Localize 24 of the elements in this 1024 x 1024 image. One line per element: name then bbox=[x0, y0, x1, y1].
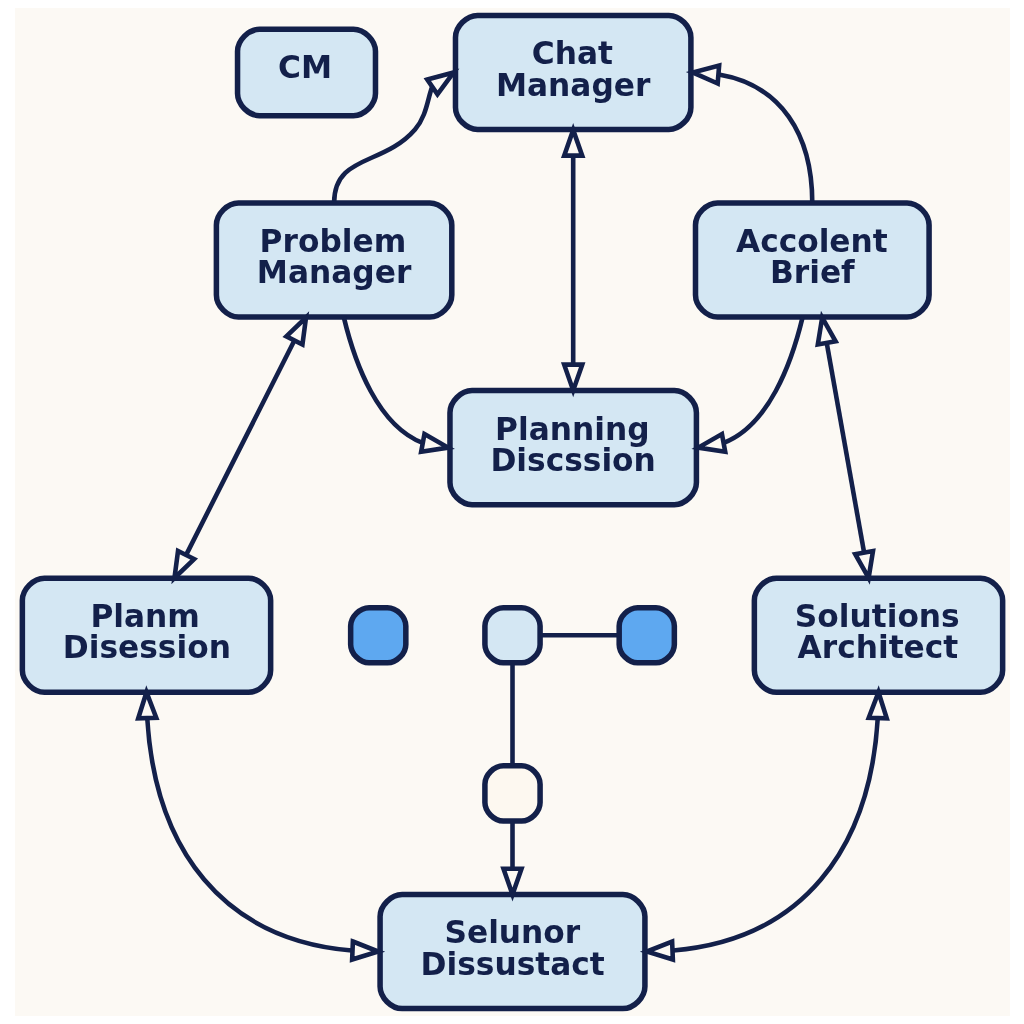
node-box: CM bbox=[234, 26, 378, 119]
connector bbox=[509, 663, 515, 766]
arrow bbox=[341, 316, 455, 455]
node-box: Solutions Architect bbox=[751, 575, 1005, 695]
arrow bbox=[499, 821, 525, 902]
arrow bbox=[134, 685, 385, 963]
arrow bbox=[639, 685, 890, 963]
node-box: Chat Manager bbox=[452, 12, 694, 133]
node-box: Selunor Dissustact bbox=[376, 891, 648, 1012]
node-box bbox=[481, 763, 543, 824]
arrow bbox=[690, 316, 805, 455]
node-box: Problem Manager bbox=[213, 200, 455, 320]
node-box bbox=[481, 604, 543, 666]
node-box bbox=[615, 604, 677, 666]
arrow bbox=[331, 68, 459, 204]
node-box bbox=[347, 604, 409, 666]
arrow bbox=[170, 311, 309, 585]
arrow bbox=[814, 310, 876, 585]
arrow bbox=[685, 62, 815, 204]
node-box: Accolent Brief bbox=[692, 200, 932, 320]
node-box: Planm Disession bbox=[19, 575, 273, 695]
node-box: Planning Discssion bbox=[446, 387, 699, 508]
arrow bbox=[560, 122, 585, 398]
connector bbox=[539, 632, 618, 638]
